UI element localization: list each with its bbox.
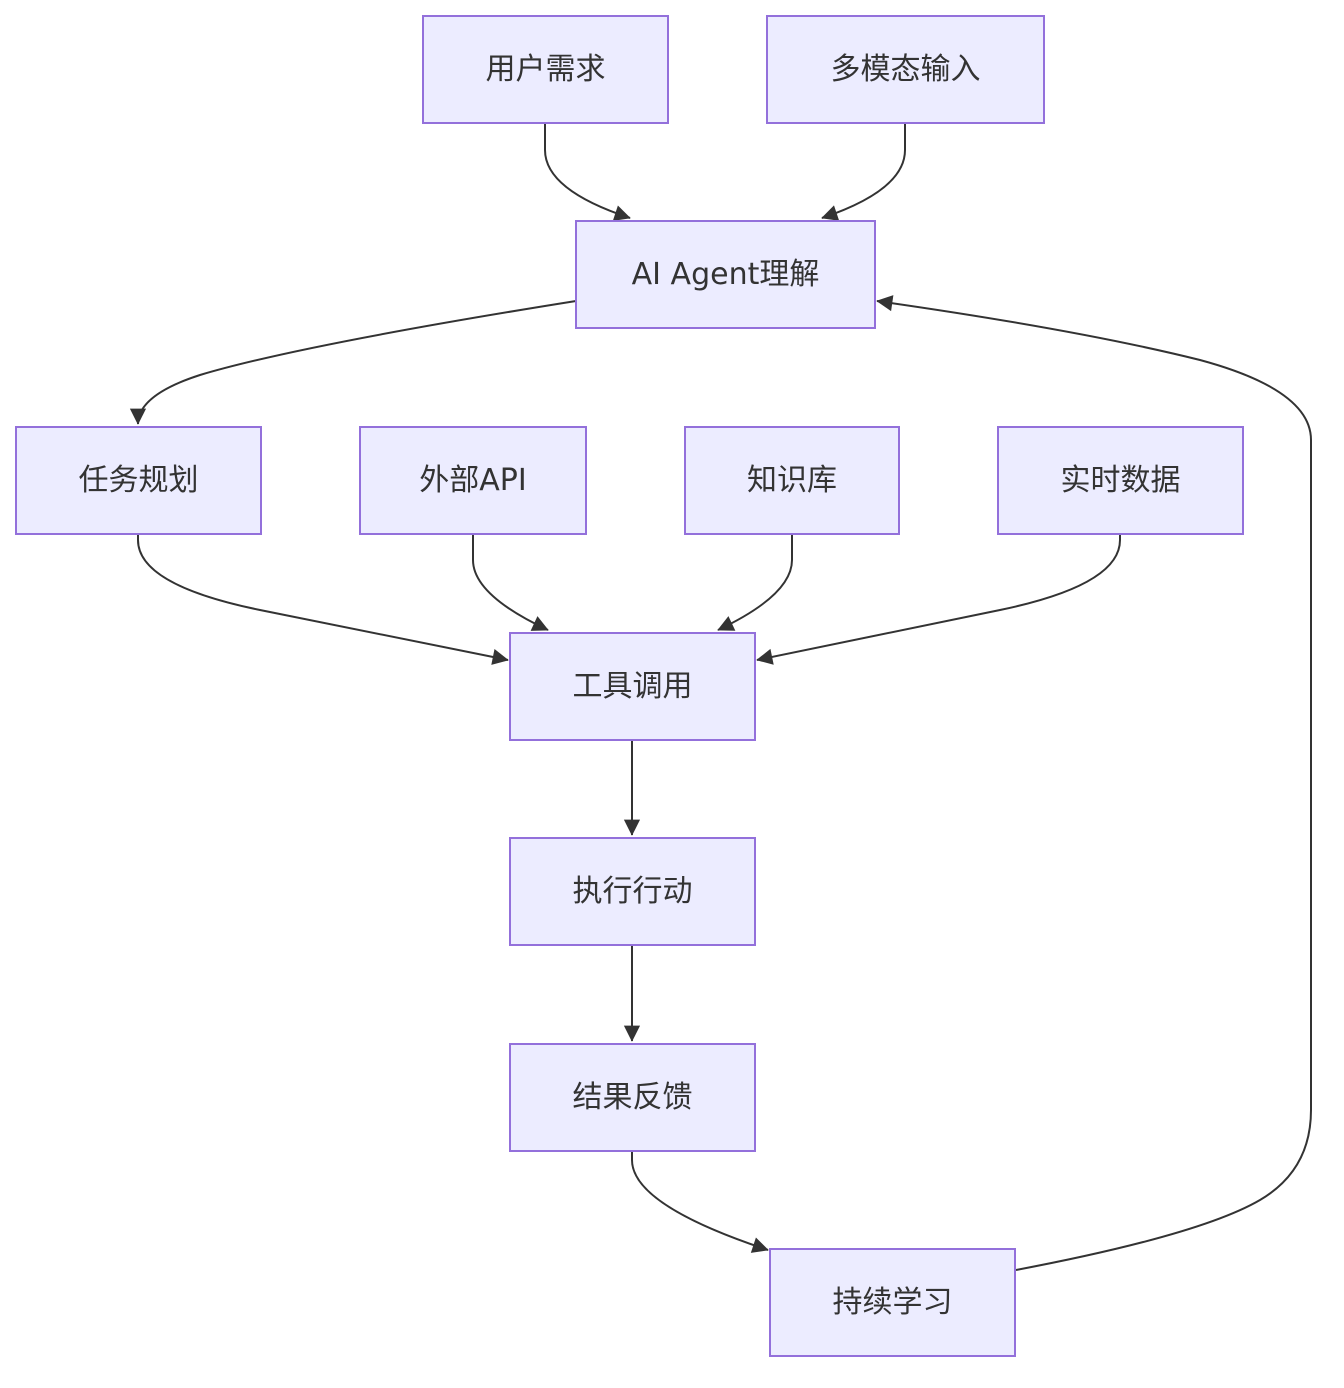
node-result-feedback: 结果反馈	[509, 1043, 756, 1152]
node-label: 用户需求	[486, 52, 606, 87]
node-label: 知识库	[747, 463, 837, 498]
node-box	[422, 15, 669, 124]
node-box	[766, 15, 1045, 124]
edge-realtime-data-to-tool-calling	[756, 534, 1121, 665]
node-label: AI Agent理解	[632, 257, 820, 292]
node-external-api: 外部API	[359, 426, 587, 535]
edge-continuous-learning-to-agent	[876, 295, 1312, 1271]
edge-agent-to-task-planning	[129, 300, 577, 425]
node-label: 持续学习	[833, 1285, 953, 1320]
node-box	[359, 426, 587, 535]
edge-external-api-to-tool-calling	[472, 534, 549, 631]
node-task-planning: 任务规划	[15, 426, 262, 535]
edges	[129, 123, 1312, 1271]
node-user-request: 用户需求	[422, 15, 669, 124]
node-box	[509, 632, 756, 741]
node-multimodal-input: 多模态输入	[766, 15, 1045, 124]
node-label: 结果反馈	[573, 1080, 693, 1115]
edge-result-feedback-to-continuous-learning	[631, 1151, 769, 1253]
node-agent-understanding: AI Agent理解	[575, 220, 876, 329]
node-label: 多模态输入	[831, 52, 981, 87]
node-tool-calling: 工具调用	[509, 632, 756, 741]
node-label: 执行行动	[573, 874, 693, 909]
node-execute-action: 执行行动	[509, 837, 756, 946]
node-box	[769, 1248, 1016, 1357]
node-label: 任务规划	[79, 463, 199, 498]
node-label: 工具调用	[573, 669, 693, 704]
node-label: 外部API	[419, 463, 526, 498]
node-box	[509, 1043, 756, 1152]
edge-knowledge-base-to-tool-calling	[717, 534, 793, 631]
edge-task-planning-to-tool-calling	[137, 534, 509, 665]
node-box	[575, 220, 876, 329]
node-continuous-learning: 持续学习	[769, 1248, 1016, 1357]
edge-user-request-to-agent	[544, 123, 631, 221]
node-realtime-data: 实时数据	[997, 426, 1244, 535]
node-box	[684, 426, 900, 535]
node-box	[997, 426, 1244, 535]
node-box	[15, 426, 262, 535]
node-box	[509, 837, 756, 946]
node-knowledge-base: 知识库	[684, 426, 900, 535]
node-label: 实时数据	[1061, 463, 1181, 498]
edge-multimodal-input-to-agent	[821, 123, 906, 221]
